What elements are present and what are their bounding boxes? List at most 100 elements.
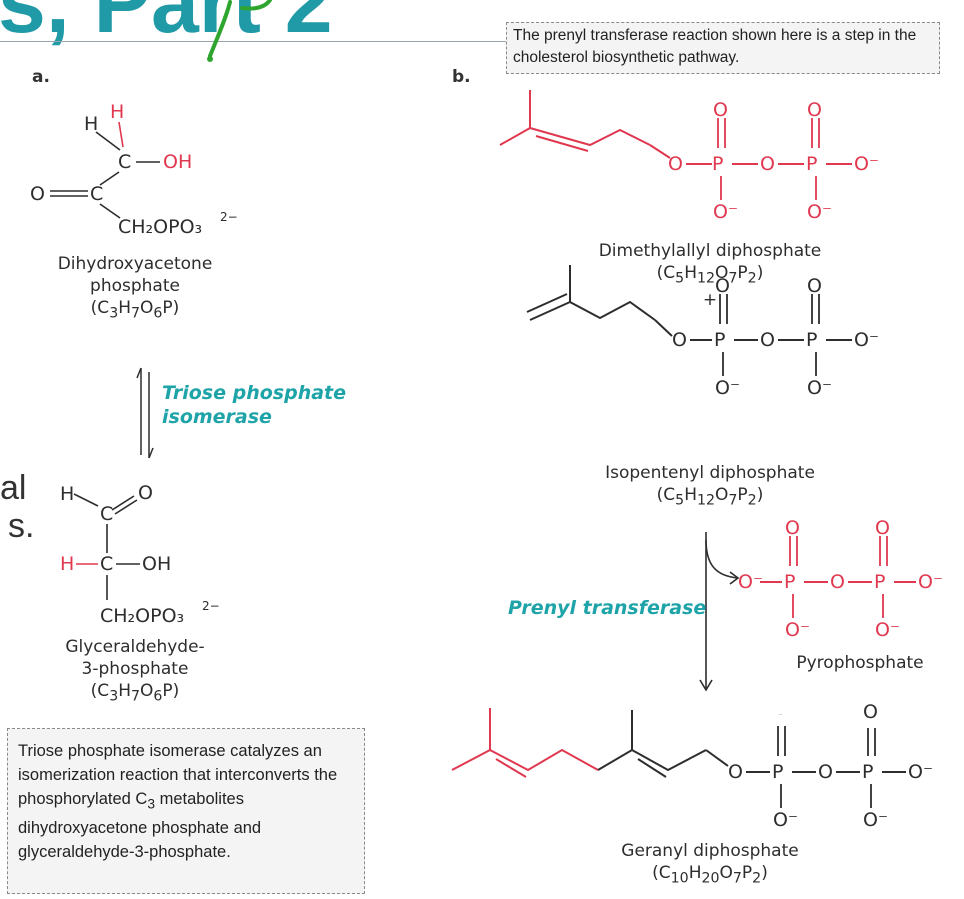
svg-text:O: O	[728, 761, 743, 780]
dmapp-caption: Dimethylallyl diphosphate (C5H12O7P2) +	[560, 240, 860, 311]
slide-text-fragment-1: al	[0, 469, 27, 507]
dhap-atom-h: H	[84, 113, 98, 135]
svg-text:O: O	[807, 99, 822, 121]
dhap-atom-c1: C	[118, 151, 131, 173]
svg-text:O⁻: O⁻	[854, 153, 879, 175]
g3p-structure: H C O H C OH CH₂OPO₃ 2−	[60, 482, 220, 627]
svg-text:O: O	[807, 275, 822, 297]
svg-text:O: O	[672, 329, 687, 351]
svg-text:O⁻: O⁻	[715, 377, 740, 399]
g3p-name-line1: Glyceraldehyde-	[65, 637, 205, 657]
svg-text:O: O	[773, 714, 788, 719]
svg-text:O⁻: O⁻	[918, 571, 943, 593]
gpp-top-oxygen: O	[863, 701, 878, 722]
g3p-atom-c2: C	[100, 553, 113, 575]
equilibrium-arrows	[136, 367, 154, 459]
svg-text:O⁻: O⁻	[807, 201, 832, 223]
ipp-caption: Isopentenyl diphosphate (C5H12O7P2)	[560, 462, 860, 511]
g3p-atom-ch2opo3: CH₂OPO₃	[100, 605, 184, 627]
dhap-name-line1: Dihydroxyacetone	[57, 254, 213, 274]
panel-a-label: a.	[32, 67, 50, 87]
svg-text:O: O	[818, 761, 833, 783]
dmapp-formula: (C5H12O7P2)	[656, 263, 764, 287]
g3p-atom-o: O	[138, 482, 153, 504]
svg-text:O: O	[863, 701, 878, 722]
gpp-name: Geranyl diphosphate	[621, 841, 799, 861]
dhap-charge: 2−	[220, 210, 238, 224]
svg-text:P: P	[784, 571, 795, 593]
g3p-name-line2: 3-phosphate	[81, 659, 189, 679]
ipp-structure: O P O O⁻ O P O O⁻ O⁻	[526, 265, 879, 399]
gpp-phosphate-tail: O O⁻ O P O⁻ O⁻	[773, 714, 933, 831]
svg-text:O⁻: O⁻	[854, 329, 879, 351]
callout-prenyl-text: The prenyl transferase reaction shown he…	[513, 27, 917, 66]
dhap-atom-o: O	[30, 183, 45, 205]
dhap-atom-ch2opo3: CH₂OPO₃	[118, 216, 202, 238]
svg-text:O⁻: O⁻	[713, 201, 738, 223]
pyrophosphate-structure: O⁻ P O O⁻ O P O O⁻ O⁻	[738, 517, 943, 641]
g3p-formula: (C3H7O6P)	[90, 681, 180, 705]
enzyme-prenyl-transferase: Prenyl transferase	[508, 597, 707, 619]
dhap-atom-h-red: H	[110, 101, 124, 123]
svg-text:P: P	[806, 153, 817, 175]
plus-sign: +	[702, 290, 718, 311]
svg-text:O: O	[830, 571, 845, 593]
svg-text:O⁻: O⁻	[738, 571, 763, 593]
dhap-caption: Dihydroxyacetone phosphate (C3H7O6P)	[30, 253, 240, 324]
pyrophosphate-caption: Pyrophosphate	[796, 653, 924, 673]
title-divider	[0, 41, 512, 42]
svg-text:O⁻: O⁻	[773, 809, 798, 831]
callout-isomerase-sub: 3	[147, 796, 155, 812]
svg-text:P: P	[714, 329, 725, 351]
svg-text:O⁻: O⁻	[807, 377, 832, 399]
dhap-atom-c2: C	[90, 183, 103, 205]
dhap-structure: H H C OH C O CH₂OPO₃ 2−	[30, 101, 238, 238]
svg-text:O: O	[785, 517, 800, 539]
svg-text:P: P	[806, 329, 817, 351]
callout-isomerase-text-pre: Triose phosphate isomerase catalyzes an …	[18, 742, 338, 808]
dhap-name-line2: phosphate	[90, 276, 180, 296]
dhap-atom-oh: OH	[163, 151, 192, 173]
ink-annotation	[207, 0, 272, 62]
g3p-atom-h: H	[60, 483, 74, 505]
svg-text:O⁻: O⁻	[908, 761, 933, 783]
svg-text:P: P	[874, 571, 885, 593]
callout-prenyl-note: The prenyl transferase reaction shown he…	[506, 22, 940, 74]
enzyme-triose-phosphate-isomerase: Triose phosphate isomerase	[162, 381, 346, 429]
svg-text:O: O	[715, 275, 730, 297]
svg-text:P: P	[862, 761, 873, 783]
g3p-atom-oh: OH	[142, 553, 171, 575]
gpp-structure: O P	[451, 708, 786, 780]
g3p-atom-h-red: H	[60, 553, 74, 575]
svg-text:O⁻: O⁻	[785, 619, 810, 641]
dmapp-name: Dimethylallyl diphosphate	[598, 241, 822, 261]
enzyme-tpi-line1: Triose phosphate	[162, 382, 347, 404]
svg-text:O: O	[875, 517, 890, 539]
svg-text:P: P	[772, 761, 783, 780]
svg-text:O: O	[760, 329, 775, 351]
reaction-arrow	[699, 532, 740, 692]
panel-a-structures: H H C OH C O CH₂OPO₃ 2− H C O H C OH	[30, 101, 238, 627]
slide-title-fragment: s, Part 2	[0, 0, 333, 51]
gpp-formula: (C10H20O7P2)	[652, 863, 768, 887]
ipp-name: Isopentenyl diphosphate	[605, 463, 815, 483]
gpp-caption: Geranyl diphosphate (C10H20O7P2)	[560, 840, 860, 889]
callout-isomerase-note: Triose phosphate isomerase catalyzes an …	[7, 728, 365, 894]
svg-text:O: O	[760, 153, 775, 175]
panel-b-structures: O P O O⁻ O P O O⁻ O⁻ O P O O⁻ O P	[451, 90, 943, 780]
svg-text:O⁻: O⁻	[875, 619, 900, 641]
g3p-atom-c1: C	[100, 503, 113, 525]
svg-text:O: O	[713, 99, 728, 121]
dmapp-structure: O P O O⁻ O P O O⁻ O⁻	[499, 90, 879, 223]
enzyme-tpi-line2: isomerase	[162, 406, 272, 428]
g3p-charge: 2−	[202, 599, 220, 613]
svg-text:O: O	[668, 153, 683, 175]
svg-text:O⁻: O⁻	[863, 809, 888, 831]
g3p-caption: Glyceraldehyde- 3-phosphate (C3H7O6P)	[30, 636, 240, 707]
svg-text:P: P	[712, 153, 723, 175]
panel-b-label: b.	[452, 67, 471, 87]
slide-text-fragment-2: s.	[8, 507, 35, 545]
ipp-formula: (C5H12O7P2)	[656, 485, 764, 509]
callout-isomerase-text-post: metabolites dihydroxyacetone phosphate a…	[18, 790, 262, 862]
dhap-formula: (C3H7O6P)	[90, 298, 180, 322]
